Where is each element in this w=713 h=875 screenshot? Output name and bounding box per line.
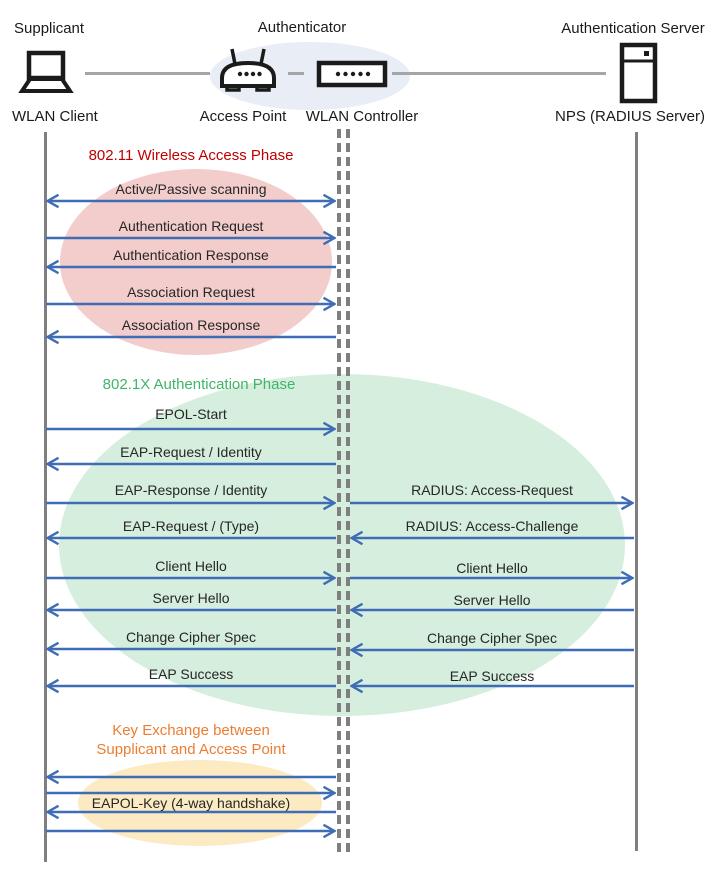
laptop-icon: [18, 50, 74, 93]
message-arrow: [46, 569, 337, 587]
message-arrow: [46, 784, 337, 802]
message-arrow: [45, 803, 336, 821]
message-label: EAP-Request / Identity: [120, 444, 262, 460]
message-arrow: [45, 455, 336, 473]
message-arrow: [350, 569, 635, 587]
lifeline-wlan-client: [44, 132, 47, 862]
message-label: EPOL-Start: [155, 406, 227, 422]
phase-title-key-exchange-line1: Key Exchange between: [112, 722, 270, 739]
actor-label-authenticator: Authenticator: [257, 19, 347, 36]
lifeline-authenticator-right: [346, 129, 350, 856]
message-label: Server Hello: [152, 590, 230, 606]
message-label: EAP Success: [148, 666, 234, 682]
message-arrow: [349, 677, 634, 695]
device-label-nps: NPS (RADIUS Server): [554, 108, 706, 125]
phase-ellipse-dot1x-auth: [59, 374, 625, 716]
access-point-icon: [220, 48, 276, 92]
message-label: EAP-Request / (Type): [122, 518, 260, 534]
actor-label-supplicant: Supplicant: [14, 20, 85, 37]
message-arrow: [45, 601, 336, 619]
connector-line: [392, 72, 606, 75]
message-arrow: [46, 295, 337, 313]
message-arrow: [45, 640, 336, 658]
wlan-controller-icon: [316, 60, 388, 88]
message-label: Server Hello: [453, 592, 531, 608]
message-arrow: [349, 601, 634, 619]
message-label: EAP Success: [449, 668, 535, 684]
message-arrow: [45, 328, 336, 346]
message-arrow: [45, 677, 336, 695]
message-label: Client Hello: [456, 560, 528, 576]
device-label-access-point: Access Point: [199, 108, 287, 125]
device-label-wlan-client: WLAN Client: [12, 108, 98, 125]
message-arrow: [45, 529, 336, 547]
message-arrow: [46, 420, 337, 438]
message-arrow: [349, 641, 634, 659]
phase-title-key-exchange-line2: Supplicant and Access Point: [96, 741, 286, 758]
message-arrow: [46, 494, 337, 512]
message-label: Client Hello: [155, 558, 227, 574]
message-label: Authentication Request: [118, 218, 264, 234]
lifeline-radius-server: [635, 132, 638, 851]
message-label: Active/Passive scanning: [115, 181, 267, 197]
message-label: Change Cipher Spec: [126, 629, 256, 645]
message-label: Change Cipher Spec: [427, 630, 557, 646]
connector-line: [288, 72, 304, 75]
message-arrow: [45, 768, 336, 786]
device-label-wlan-controller: WLAN Controller: [305, 108, 419, 125]
message-label: EAPOL-Key (4-way handshake): [91, 795, 291, 811]
message-arrow: [46, 229, 337, 247]
actor-label-authentication-server: Authentication Server: [561, 20, 705, 37]
message-arrow: [45, 192, 337, 210]
server-icon: [619, 42, 658, 104]
phase-title-dot1x-auth: 802.1X Authentication Phase: [102, 376, 296, 393]
message-label: RADIUS: Access-Request: [411, 482, 573, 498]
message-label: RADIUS: Access-Challenge: [405, 518, 579, 534]
message-label: Association Response: [121, 317, 261, 333]
message-label: Association Request: [127, 284, 255, 300]
message-arrow: [46, 822, 337, 840]
lifeline-authenticator-left: [337, 129, 341, 856]
phase-title-wireless-access: 802.11 Wireless Access Phase: [88, 147, 294, 164]
message-arrow: [350, 494, 635, 512]
message-label: EAP-Response / Identity: [114, 482, 268, 498]
message-arrow: [45, 258, 336, 276]
connector-line: [85, 72, 210, 75]
message-label: Authentication Response: [113, 247, 269, 263]
message-arrow: [349, 529, 634, 547]
